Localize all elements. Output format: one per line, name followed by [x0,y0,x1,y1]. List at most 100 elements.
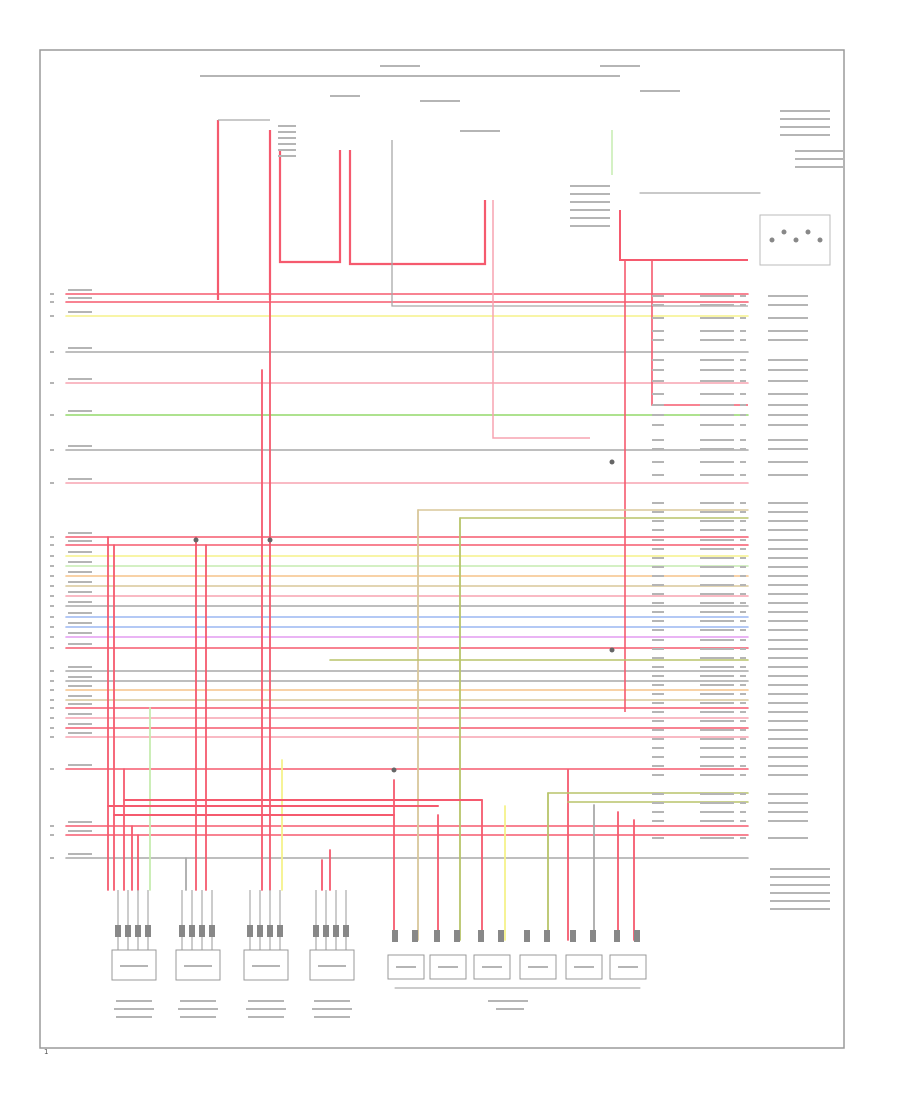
pin-code [652,404,664,406]
fuel-injector-5 [565,954,603,980]
left-wire-code [68,540,92,542]
pin-code [652,511,664,513]
connector-terminal [544,930,550,942]
pin-number [740,539,746,541]
pin-code [652,593,664,595]
wire-code [700,720,734,722]
pin-number [740,648,746,650]
left-pin-number [50,555,54,557]
left-wire-code [68,571,92,573]
coil-caption [312,1008,352,1010]
wire-code [700,738,734,740]
connector-terminal [392,930,398,942]
module-caption [770,908,830,910]
connector-terminal [570,930,576,942]
coil-id [252,965,280,967]
circuit-name [768,738,808,740]
left-pin-number [50,768,54,770]
pin-code [652,756,664,758]
pin-number [740,720,746,722]
pin-code [652,295,664,297]
sensor-box [759,214,831,266]
sensor-caption [780,126,830,128]
pin-number [740,317,746,319]
pin-number [740,369,746,371]
pin-code [652,702,664,704]
left-pin-number [50,699,54,701]
fuel-injector-3 [473,954,511,980]
connector-terminal [257,925,263,937]
left-pin-number [50,834,54,836]
feed-wire-c [278,150,342,264]
left-wire-code [68,445,92,447]
wire-code [700,765,734,767]
fuse-label [278,137,296,139]
injector-id [396,966,416,968]
fuse-label [330,95,360,97]
wire-code [700,657,734,659]
pin-code [652,811,664,813]
pin-number [740,359,746,361]
fuse-label [278,131,296,133]
left-pin-number [50,857,54,859]
coil-caption [248,1000,284,1002]
left-pin-number [50,414,54,416]
pin-number [740,295,746,297]
left-pin-number [50,595,54,597]
fuel-injector-2 [429,954,467,980]
circuit-name [768,295,808,297]
sensor-terminal [817,237,823,243]
ignition-coil-1 [111,949,157,981]
pin-number [740,765,746,767]
circuit-name [768,448,808,450]
relay-label [570,225,610,227]
pin-code [652,557,664,559]
connector-terminal [267,925,273,937]
connector-terminal [247,925,253,937]
main-relay-out [619,210,748,261]
circuit-name [768,339,808,341]
circuit-name [768,575,808,577]
wire-code [700,575,734,577]
left-pin-number [50,605,54,607]
pin-code [652,675,664,677]
circuit-name [768,747,808,749]
pin-code [652,461,664,463]
left-wire-code [68,561,92,563]
circuit-name [768,711,808,713]
pin-code [652,620,664,622]
wire-code [700,602,734,604]
connector-terminal [524,930,530,942]
connector-terminal [343,925,349,937]
connector-terminal [209,925,215,937]
left-wire-code [68,601,92,603]
pin-code [652,711,664,713]
left-wire-code [68,643,92,645]
sensor-terminal [769,237,775,243]
wire-code [700,557,734,559]
pin-number [740,793,746,795]
left-pin-number [50,616,54,618]
connector-terminal [634,930,640,942]
left-pin-number [50,315,54,317]
circuit-name [768,439,808,441]
pin-number [740,404,746,406]
pin-number [740,414,746,416]
left-pin-number [50,689,54,691]
connector-terminal [434,930,440,942]
wire-code [700,404,734,406]
pin-number [740,820,746,822]
relay-label [570,193,610,195]
left-pin-number [50,382,54,384]
left-pin-number [50,680,54,682]
wire-code [700,317,734,319]
left-wire-code [68,532,92,534]
sensor-caption [795,150,845,152]
connector-terminal [189,925,195,937]
coil-caption [178,1008,218,1010]
module-caption [770,884,830,886]
pin-code [652,369,664,371]
pin-code [652,639,664,641]
pin-number [740,602,746,604]
circuit-name [768,684,808,686]
